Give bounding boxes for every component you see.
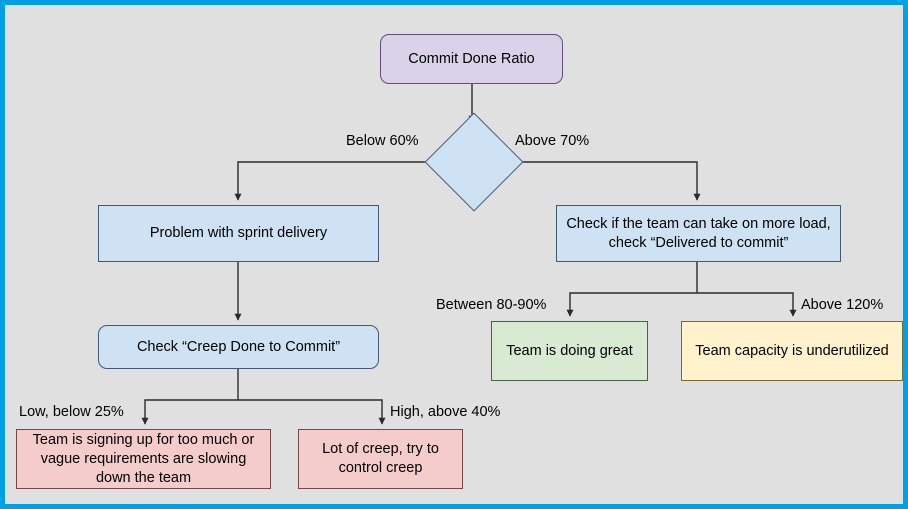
node-label: Commit Done Ratio [408, 50, 535, 67]
node-label: Lot of creep, try to control creep [322, 441, 439, 476]
node-team-is-doing-great[interactable]: Team is doing great [491, 321, 648, 381]
node-label: Check if the team can take on more load,… [566, 215, 831, 251]
node-label: Check “Creep Done to Commit” [136, 338, 341, 355]
edge-label-above-120: Above 120% [801, 297, 884, 313]
node-team-is-signing-up-for-too-much[interactable]: Team is signing up for too much or vague… [16, 429, 271, 489]
edge-label-below-60: Below 60% [346, 133, 419, 149]
node-check-if-team-can-take-more-load[interactable]: Check if the team can take on more load,… [556, 205, 841, 262]
edge-check-creep-to-lot-of-creep [238, 399, 386, 425]
edge-label-low-below-25: Low, below 25% [19, 404, 124, 420]
node-label: Problem with sprint delivery [149, 225, 328, 241]
edge-decision-to-sprint-problem [234, 161, 439, 201]
edge-label-between-80-90: Between 80-90% [436, 297, 547, 313]
node-lot-of-creep[interactable]: Lot of creep, try to control creep [298, 429, 463, 489]
edge-check-more-load-to-underutilized [697, 292, 797, 317]
node-label: Team is doing great [506, 342, 633, 359]
node-problem-with-sprint-delivery[interactable]: Problem with sprint delivery [98, 205, 379, 262]
node-team-capacity-is-underutilized[interactable]: Team capacity is underutilized [681, 321, 903, 381]
node-commit-done-ratio[interactable]: Commit Done Ratio [380, 34, 563, 84]
edge-label-high-above-40: High, above 40% [390, 404, 501, 420]
node-check-creep-done-to-commit[interactable]: Check “Creep Done to Commit” [98, 325, 379, 369]
node-label: Team capacity is underutilized [695, 342, 889, 359]
edge-label-above-70: Above 70% [515, 133, 590, 149]
edge-decision-to-check-more-load [509, 161, 701, 201]
edge-check-creep-to-signing-up [141, 399, 238, 425]
edge-check-more-load-to-doing-great [566, 292, 697, 317]
node-decision-diamond[interactable] [424, 112, 524, 212]
node-label: Team is signing up for too much or vague… [32, 431, 255, 486]
